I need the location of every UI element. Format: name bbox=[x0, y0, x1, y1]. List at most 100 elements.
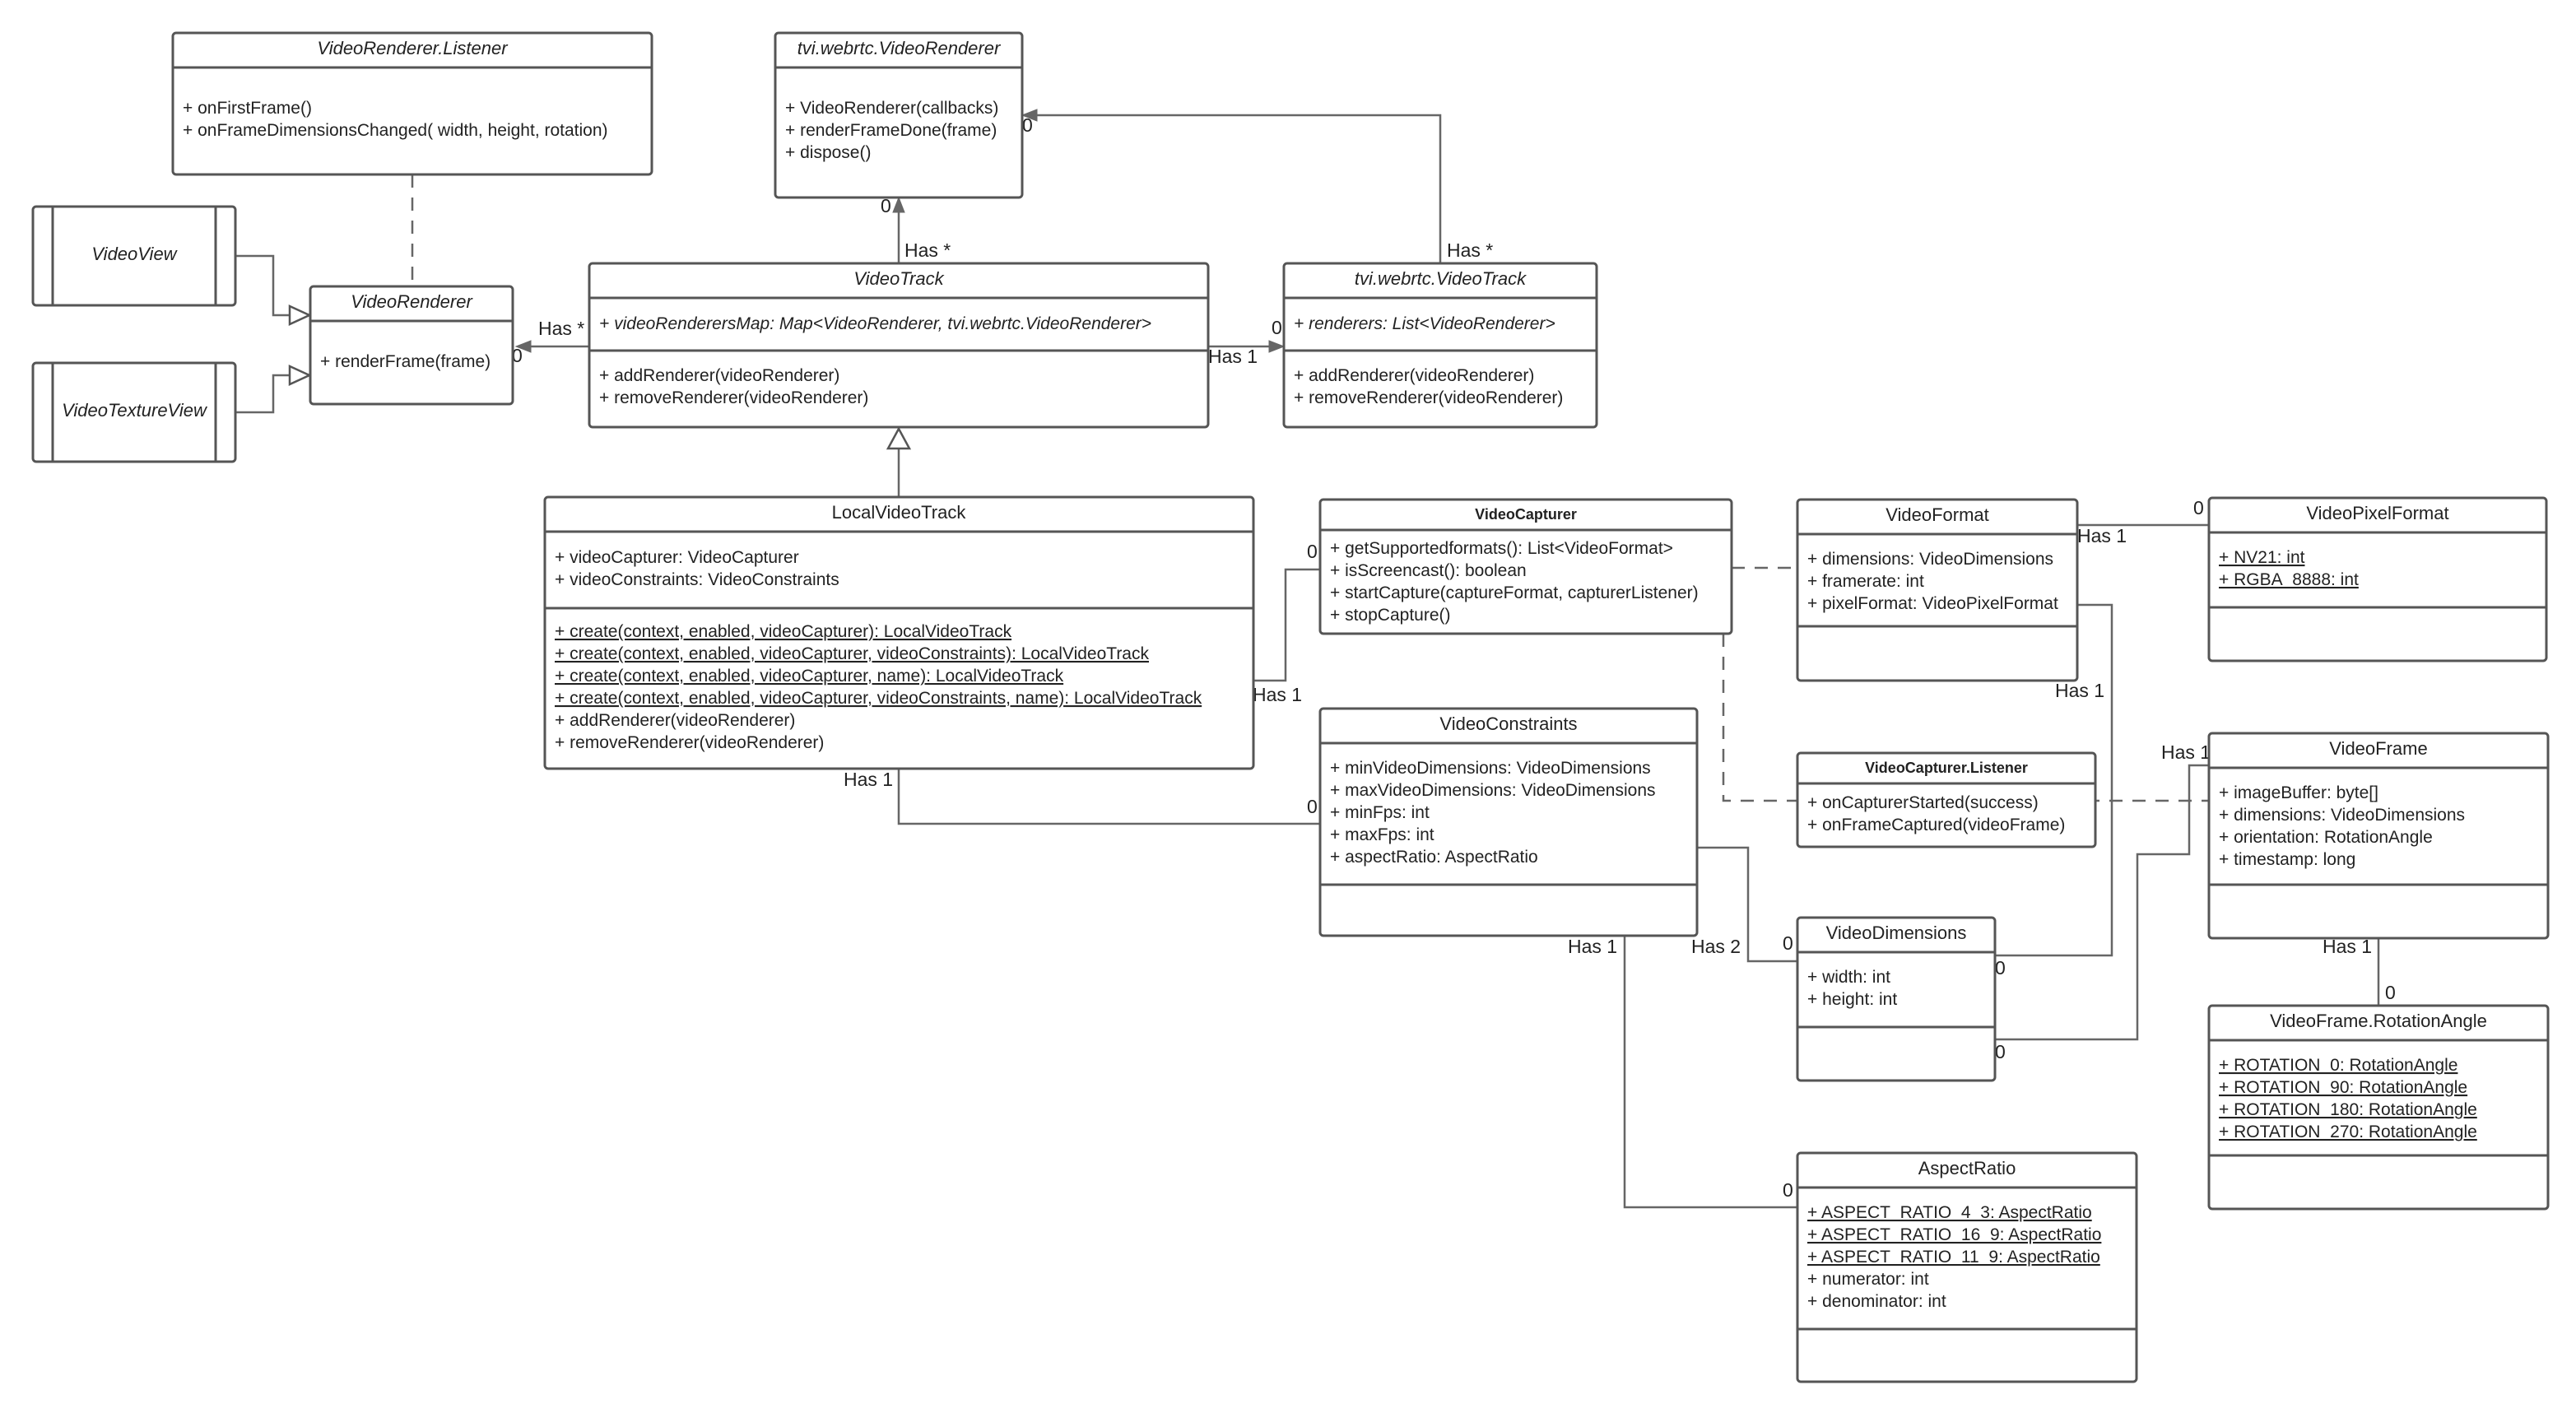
class-videopixelformat[interactable]: VideoPixelFormat + NV21: int + RGBA_8888… bbox=[2207, 496, 2548, 662]
class-videoframe[interactable]: VideoFrame + imageBuffer: byte[] + dimen… bbox=[2207, 732, 2550, 940]
attribute-item: + orientation: RotationAngle bbox=[2219, 828, 2433, 847]
static-attribute-item: + ASPECT_RATIO_11_9: AspectRatio bbox=[1807, 1248, 2100, 1267]
label-has-videotrack-to-videorenderer: Has * bbox=[538, 318, 584, 339]
method-item: + addRenderer(videoRenderer) bbox=[599, 366, 839, 385]
label-has-localvideotrack-to-constraints: Has 1 bbox=[844, 769, 893, 790]
label-zero-tvirenderer-bottom: 0 bbox=[881, 195, 891, 216]
class-title: VideoConstraints bbox=[1439, 713, 1577, 734]
label-has-videoframe-to-dimensions: Has 1 bbox=[2161, 741, 2211, 763]
attribute-item: + width: int bbox=[1807, 968, 1890, 987]
class-videoframe-rotationangle[interactable]: VideoFrame.RotationAngle + ROTATION_0: R… bbox=[2207, 1004, 2550, 1211]
static-attribute-item: + ROTATION_180: RotationAngle bbox=[2219, 1100, 2477, 1119]
class-tvi-webrtc-videotrack[interactable]: tvi.webrtc.VideoTrack + renderers: List<… bbox=[1282, 262, 1598, 429]
class-videocapturer-listener[interactable]: VideoCapturer.Listener + onCapturerStart… bbox=[1796, 751, 2097, 848]
label-zero-videoconstraints: 0 bbox=[1307, 796, 1318, 817]
static-method-item: + create(context, enabled, videoCapturer… bbox=[555, 622, 1012, 641]
static-attribute-item: + ASPECT_RATIO_4_3: AspectRatio bbox=[1807, 1203, 2092, 1222]
attribute-item: + dimensions: VideoDimensions bbox=[1807, 550, 2053, 569]
class-title: AspectRatio bbox=[1918, 1158, 2016, 1178]
label-zero-aspectratio: 0 bbox=[1783, 1179, 1793, 1201]
method-item: + onFirstFrame() bbox=[183, 99, 312, 118]
method-item: + removeRenderer(videoRenderer) bbox=[599, 388, 868, 407]
class-videoconstraints[interactable]: VideoConstraints + minVideoDimensions: V… bbox=[1318, 707, 1699, 937]
method-item: + renderFrameDone(frame) bbox=[785, 121, 997, 140]
videotextureview-inheritance-arrow bbox=[288, 365, 313, 386]
videoview-inheritance-line bbox=[236, 254, 290, 317]
attribute-item: + maxFps: int bbox=[1330, 825, 1434, 844]
class-videodimensions[interactable]: VideoDimensions + width: int + height: i… bbox=[1796, 916, 1997, 1082]
class-videoformat[interactable]: VideoFormat + dimensions: VideoDimension… bbox=[1796, 498, 2079, 682]
class-videocapturer[interactable]: VideoCapturer + getSupportedformats(): L… bbox=[1318, 498, 1733, 635]
videoview-inheritance-arrow bbox=[288, 304, 313, 326]
static-attribute-item: + ROTATION_90: RotationAngle bbox=[2219, 1078, 2467, 1097]
attribute-item: + minFps: int bbox=[1330, 803, 1430, 822]
videoformat-videodimensions-line bbox=[1995, 603, 2113, 957]
class-title: VideoView bbox=[91, 244, 178, 264]
static-attribute-item: + ROTATION_270: RotationAngle bbox=[2219, 1122, 2477, 1141]
method-item: + dispose() bbox=[785, 143, 871, 162]
class-videotextureview[interactable]: VideoTextureView bbox=[31, 361, 237, 463]
attribute-item: + imageBuffer: byte[] bbox=[2219, 783, 2378, 802]
videoconstraints-videodimensions-line bbox=[1697, 846, 1797, 963]
attribute-item: + videoCapturer: VideoCapturer bbox=[555, 548, 799, 567]
method-item: + VideoRenderer(callbacks) bbox=[785, 99, 998, 118]
class-videotrack[interactable]: VideoTrack + videoRenderersMap: Map<Vide… bbox=[588, 262, 1210, 429]
method-item: + addRenderer(videoRenderer) bbox=[1294, 366, 1534, 385]
class-title: LocalVideoTrack bbox=[832, 502, 967, 523]
label-zero-tvirenderer-right: 0 bbox=[1022, 114, 1033, 136]
label-zero-videocapturer: 0 bbox=[1307, 541, 1318, 562]
tvivideotrack-tvirenderer-arrow bbox=[1021, 109, 1038, 122]
class-title: VideoTrack bbox=[853, 268, 944, 289]
static-attribute-item: + ROTATION_0: RotationAngle bbox=[2219, 1056, 2457, 1075]
attribute-item: + numerator: int bbox=[1807, 1270, 1929, 1289]
attribute-item: + renderers: List<VideoRenderer> bbox=[1294, 314, 1555, 333]
class-title: VideoTextureView bbox=[62, 400, 208, 421]
label-zero-tvivideotrack: 0 bbox=[1272, 317, 1282, 338]
static-method-item: + create(context, enabled, videoCapturer… bbox=[555, 667, 1064, 686]
class-aspectratio[interactable]: AspectRatio + ASPECT_RATIO_4_3: AspectRa… bbox=[1796, 1151, 2138, 1383]
method-item: + startCapture(captureFormat, capturerLi… bbox=[1330, 583, 1699, 602]
label-zero-videodimensions-format: 0 bbox=[1995, 957, 2006, 978]
connectors bbox=[236, 109, 2380, 1209]
class-videoview[interactable]: VideoView bbox=[31, 205, 237, 307]
method-item: + getSupportedformats(): List<VideoForma… bbox=[1330, 539, 1673, 558]
attribute-item: + framerate: int bbox=[1807, 572, 1924, 591]
class-tvi-webrtc-videorenderer[interactable]: tvi.webrtc.VideoRenderer + VideoRenderer… bbox=[774, 31, 1024, 199]
method-item: + isScreencast(): boolean bbox=[1330, 561, 1527, 580]
attribute-item: + timestamp: long bbox=[2219, 850, 2355, 869]
label-zero-videopixelformat: 0 bbox=[2193, 497, 2204, 518]
method-item: + renderFrame(frame) bbox=[320, 352, 491, 371]
class-title: VideoCapturer.Listener bbox=[1865, 760, 2028, 776]
attribute-item: + aspectRatio: AspectRatio bbox=[1330, 848, 1538, 867]
method-item: + stopCapture() bbox=[1330, 606, 1451, 625]
class-localvideotrack[interactable]: LocalVideoTrack + videoCapturer: VideoCa… bbox=[543, 495, 1255, 770]
videotrack-videorenderer-arrow bbox=[514, 340, 532, 353]
label-zero-videorenderer: 0 bbox=[512, 345, 523, 366]
label-has-videotrack-to-tvivideotrack: Has 1 bbox=[1208, 346, 1258, 367]
class-title: VideoCapturer bbox=[1475, 506, 1577, 523]
label-zero-rotationangle: 0 bbox=[2385, 982, 2396, 1003]
class-title: VideoFrame.RotationAngle bbox=[2270, 1011, 2487, 1031]
method-item: + removeRenderer(videoRenderer) bbox=[555, 733, 824, 752]
class-title: VideoPixelFormat bbox=[2306, 503, 2448, 523]
static-attribute-item: + ASPECT_RATIO_16_9: AspectRatio bbox=[1807, 1225, 2101, 1244]
method-item: + onFrameDimensionsChanged( width, heigh… bbox=[183, 121, 608, 140]
attribute-item: + videoRenderersMap: Map<VideoRenderer, … bbox=[599, 314, 1151, 333]
class-videorenderer-listener[interactable]: VideoRenderer.Listener + onFirstFrame() … bbox=[171, 31, 653, 176]
attribute-item: + videoConstraints: VideoConstraints bbox=[555, 570, 839, 589]
videoconstraints-aspectratio-line bbox=[1623, 936, 1797, 1209]
static-attribute-item: + RGBA_8888: int bbox=[2219, 570, 2359, 589]
localvideotrack-videoconstraints-line bbox=[897, 769, 1320, 825]
class-title: tvi.webrtc.VideoTrack bbox=[1355, 268, 1527, 289]
attribute-item: + denominator: int bbox=[1807, 1292, 1946, 1311]
tvivideotrack-tvirenderer-line bbox=[1037, 114, 1442, 263]
label-has-constraints-to-aspectratio: Has 1 bbox=[1568, 936, 1617, 957]
method-item: + onCapturerStarted(success) bbox=[1807, 793, 2039, 812]
class-title: tvi.webrtc.VideoRenderer bbox=[797, 38, 1002, 58]
label-has-videotrack-to-tvirenderer: Has * bbox=[904, 239, 951, 261]
label-zero-videodimensions-frame: 0 bbox=[1995, 1041, 2006, 1062]
static-attribute-item: + NV21: int bbox=[2219, 548, 2305, 567]
label-zero-videodimensions-constraints: 0 bbox=[1783, 932, 1793, 954]
class-videorenderer[interactable]: VideoRenderer + renderFrame(frame) bbox=[309, 285, 514, 406]
